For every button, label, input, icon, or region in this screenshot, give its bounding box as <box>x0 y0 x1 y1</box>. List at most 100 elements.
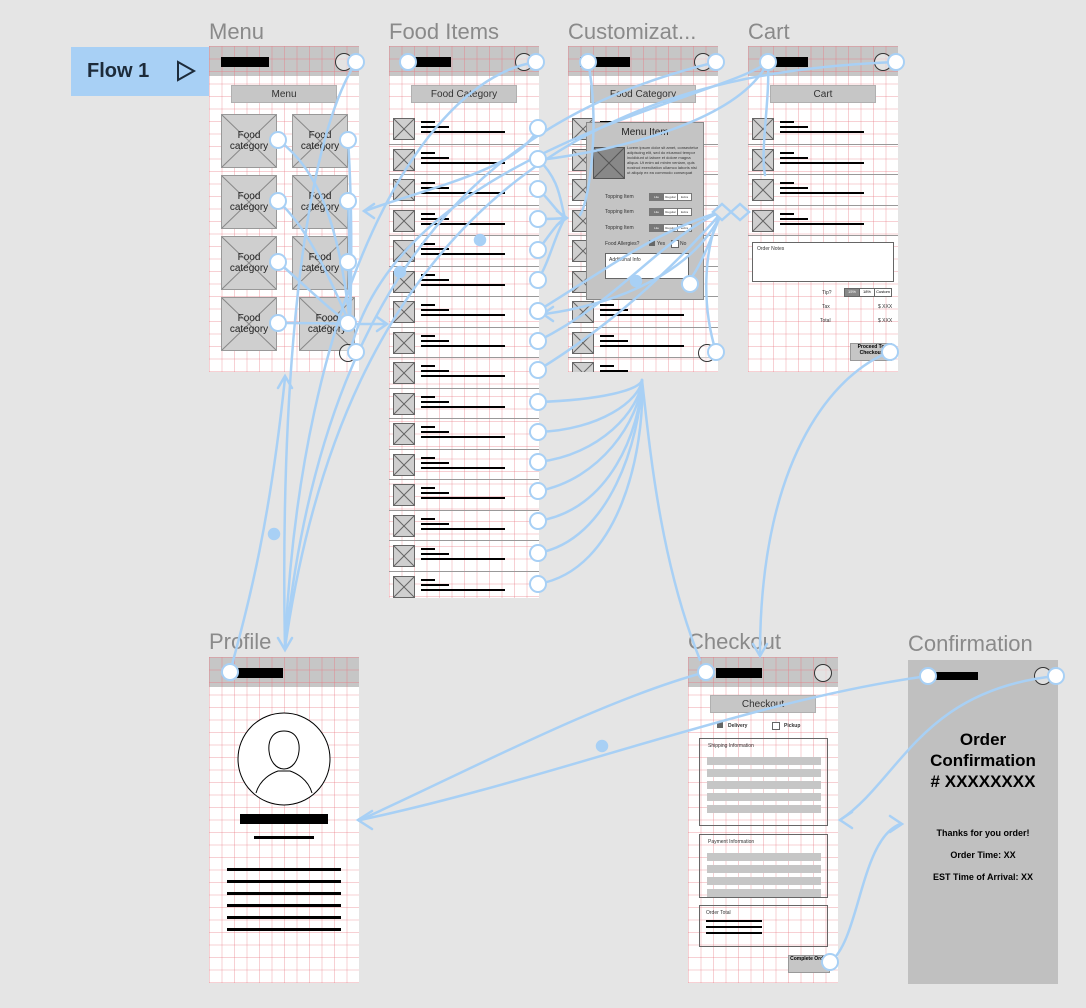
text-line <box>421 461 449 464</box>
connector-line <box>536 378 644 404</box>
connector-diamond <box>711 202 733 222</box>
food-category-tile[interactable]: Food category <box>221 297 277 351</box>
arrow-head <box>361 202 376 220</box>
form-field[interactable] <box>707 853 821 861</box>
food-category-title[interactable]: Food Category <box>411 85 517 103</box>
text-line <box>600 344 684 347</box>
form-field[interactable] <box>707 889 821 897</box>
checkout-title[interactable]: Checkout <box>710 695 816 713</box>
eta-text: EST Time of Arrival: XX <box>932 872 1034 882</box>
list-item[interactable] <box>389 571 539 599</box>
connector-midpoint <box>595 739 609 753</box>
list-item[interactable] <box>748 113 898 145</box>
text-line <box>421 527 505 530</box>
tip-option[interactable]: Custom <box>874 288 892 297</box>
form-field[interactable] <box>707 769 821 777</box>
list-item[interactable] <box>389 357 539 389</box>
form-field[interactable] <box>707 793 821 801</box>
form-field[interactable] <box>707 781 821 789</box>
text-line <box>421 131 505 133</box>
topping-option[interactable]: Extra <box>677 193 692 201</box>
arrow-head <box>276 373 294 390</box>
shipping-section: Shipping Information <box>699 738 828 826</box>
list-item[interactable] <box>389 388 539 419</box>
flow-label: Flow 1 <box>87 60 150 82</box>
cart-title[interactable]: Cart <box>770 85 876 103</box>
list-item[interactable] <box>389 510 539 541</box>
modal-title: Menu Item <box>621 127 669 138</box>
food-category-tile[interactable]: Food category <box>221 114 277 168</box>
list-item[interactable] <box>389 327 539 358</box>
logo-redacted <box>233 668 283 678</box>
text-line <box>421 558 505 560</box>
connector-midpoint <box>473 233 487 247</box>
header-bar <box>568 46 718 76</box>
confirmation-frame[interactable]: Order Confirmation # XXXXXXXX Thanks for… <box>908 660 1058 984</box>
list-item[interactable] <box>748 205 898 236</box>
text-line <box>421 487 435 489</box>
text-line <box>421 212 435 215</box>
connector-line <box>536 210 724 372</box>
list-item[interactable] <box>389 479 539 511</box>
connector-line <box>828 822 902 964</box>
menu-item-modal[interactable]: Menu Item Lorem ipsum dolor sit amet, co… <box>586 122 704 300</box>
connector-line <box>536 210 722 313</box>
text-line <box>421 283 505 286</box>
list-item[interactable] <box>389 113 539 145</box>
list-item[interactable] <box>389 418 539 450</box>
food-items-frame[interactable]: Food Category <box>389 46 539 598</box>
text-line <box>421 370 449 372</box>
text-line <box>421 553 449 555</box>
connector-line <box>276 138 352 326</box>
list-item[interactable] <box>568 357 718 372</box>
text-line <box>780 131 864 133</box>
form-field[interactable] <box>707 877 821 885</box>
cart-frame[interactable]: Cart Order Notes Tip? 15% 18% Custom Tax… <box>748 46 898 372</box>
profile-icon[interactable] <box>814 664 832 682</box>
profile-detail-line <box>227 880 341 883</box>
list-item[interactable] <box>389 144 539 175</box>
food-category-tile[interactable]: Food category <box>221 175 277 229</box>
topping-option[interactable]: Extra <box>677 208 692 216</box>
arrow-head <box>837 810 854 830</box>
text-line <box>600 365 614 367</box>
delivery-checkbox[interactable] <box>717 722 723 728</box>
text-line <box>421 151 435 154</box>
profile-detail-line <box>227 928 341 931</box>
connector-line <box>762 60 770 177</box>
list-item[interactable] <box>389 449 539 480</box>
flow-start-badge[interactable]: Flow 1 <box>71 47 209 96</box>
form-field[interactable] <box>707 805 821 813</box>
menu-frame[interactable]: Menu Food category Food category Food ca… <box>209 46 359 372</box>
menu-title-button[interactable]: Menu <box>231 85 337 103</box>
item-thumbnail <box>393 453 415 476</box>
text-line <box>780 192 864 194</box>
text-line <box>421 182 435 184</box>
profile-frame[interactable] <box>209 657 359 983</box>
profile-subtitle-line <box>254 836 314 839</box>
text-line <box>421 365 435 367</box>
text-line <box>780 126 808 128</box>
text-line <box>780 217 808 220</box>
list-item[interactable] <box>748 174 898 206</box>
topping-label: Topping Item <box>605 209 634 215</box>
connector-line <box>536 216 567 282</box>
form-field[interactable] <box>707 865 821 873</box>
connector-midpoint <box>393 265 407 279</box>
pickup-checkbox[interactable] <box>772 722 780 730</box>
form-field[interactable] <box>707 757 821 765</box>
order-notes-field[interactable]: Order Notes <box>752 242 894 282</box>
connector-line <box>536 378 644 464</box>
text-line <box>421 121 435 123</box>
connector-diamond <box>729 202 751 222</box>
list-item[interactable] <box>389 205 539 236</box>
text-line <box>421 248 449 250</box>
text-line <box>780 222 864 225</box>
complete-order-button[interactable]: Complete Order <box>788 955 830 973</box>
yes-checkbox[interactable] <box>649 240 655 246</box>
avatar-icon <box>237 712 331 806</box>
text-line <box>421 314 505 316</box>
list-item[interactable] <box>389 540 539 572</box>
text-line <box>421 400 449 403</box>
item-thumbnail <box>572 362 594 372</box>
